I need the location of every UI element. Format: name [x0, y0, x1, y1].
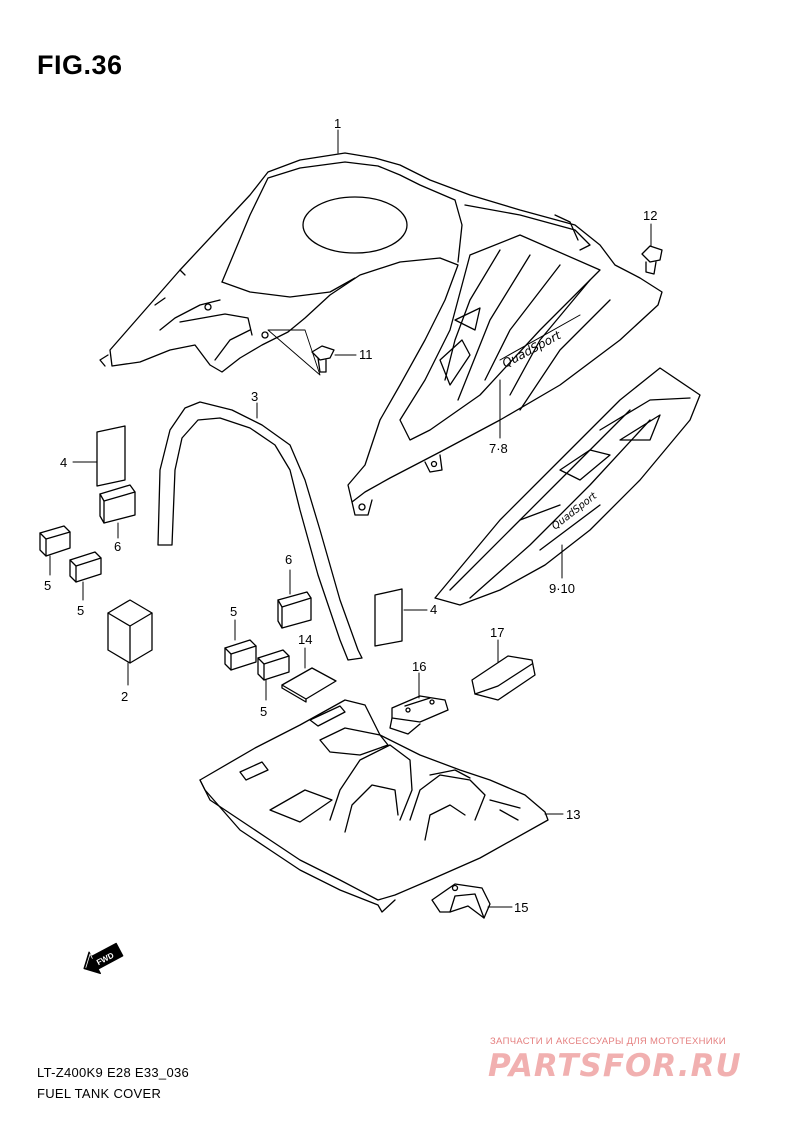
part-5-block-c [224, 639, 257, 671]
part-5-block-a [39, 525, 71, 557]
callout-13: 13 [566, 807, 581, 822]
part-11-clip [311, 345, 335, 373]
callout-14: 14 [298, 632, 313, 647]
callout-4-left: 4 [60, 455, 68, 470]
figure-caption: FUEL TANK COVER [37, 1086, 162, 1101]
part-6-pad-middle [277, 591, 312, 629]
callout-5-b: 5 [77, 603, 85, 618]
part-14-pad [281, 667, 337, 703]
callout-9-10: 9·10 [549, 581, 576, 596]
part-1-fuel-tank-cover: QuadSport [99, 152, 663, 516]
forward-arrow-icon: FWD [83, 942, 124, 975]
part-17-cover [471, 655, 536, 701]
watermark-tagline: ЗАПЧАСТИ И АКСЕССУАРЫ ДЛЯ МОТОТЕХНИКИ [490, 1036, 726, 1047]
part-5-block-d [257, 649, 290, 681]
callout-7-8: 7·8 [489, 441, 508, 456]
svg-text:QuadSport: QuadSport [500, 328, 564, 371]
part-9-10-side-decal: QuadSport [434, 367, 701, 606]
callout-2: 2 [121, 689, 129, 704]
part-6-pad-left [99, 484, 136, 524]
part-4-pad-left [96, 425, 126, 487]
leader-lines [49, 129, 652, 908]
part-15-cover [431, 883, 491, 919]
part-16-bracket [389, 695, 449, 735]
part-13-under-tray [199, 699, 549, 913]
callout-3: 3 [251, 389, 259, 404]
part-2-foam-block [107, 599, 153, 664]
callout-17: 17 [490, 625, 505, 640]
watermark-logo: PARTSFOR.RU [488, 1048, 742, 1084]
callout-15: 15 [514, 900, 529, 915]
callout-16: 16 [412, 659, 427, 674]
part-4-pad-right [374, 588, 403, 647]
callout-6-middle: 6 [285, 552, 293, 567]
callout-1: 1 [334, 116, 342, 131]
callout-5-a: 5 [44, 578, 52, 593]
part-3-seal-strip [157, 401, 363, 661]
callout-6-left: 6 [114, 539, 122, 554]
callout-12: 12 [643, 208, 658, 223]
callout-11: 11 [359, 347, 373, 362]
callout-5-d: 5 [260, 704, 268, 719]
callout-5-c: 5 [230, 604, 238, 619]
part-5-block-b [69, 551, 102, 583]
model-code: LT-Z400K9 E28 E33_036 [37, 1065, 190, 1080]
callout-4-right: 4 [430, 602, 438, 617]
part-12-clip [641, 245, 663, 275]
figure-title: FIG.36 [37, 50, 123, 80]
